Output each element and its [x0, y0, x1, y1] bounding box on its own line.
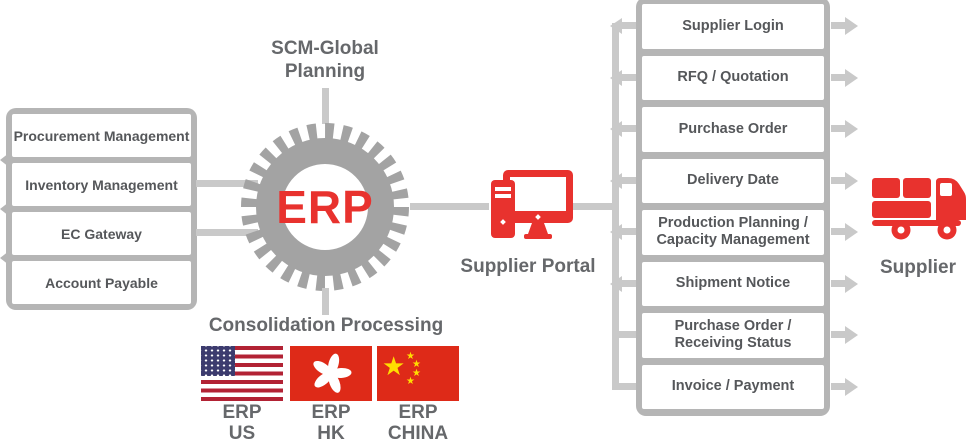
erp-hk-line2: HK — [317, 423, 345, 444]
function-box-po-receiving-status: Purchase Order / Receiving Status — [642, 313, 824, 358]
erp-china-label: ERP CHINA — [377, 402, 459, 444]
function-box-rfq-quotation: RFQ / Quotation — [642, 55, 824, 100]
connector-box5 — [620, 228, 637, 235]
erp-china-line1: ERP — [398, 402, 438, 423]
scm-label-line2: Planning — [284, 61, 366, 82]
function-box-shipment-notice: Shipment Notice — [642, 261, 824, 306]
erp-us-line2: US — [228, 423, 256, 444]
hk-flag-icon — [290, 346, 372, 401]
function-box-purchase-order: Purchase Order — [642, 107, 824, 152]
supplier-truck-icon — [872, 178, 966, 240]
portal-functions-panel: Supplier Login RFQ / Quotation Purchase … — [636, 0, 830, 416]
arrow-shaft — [831, 383, 847, 390]
connector-box8 — [615, 383, 637, 390]
function-box-invoice-payment: Invoice / Payment — [642, 364, 824, 409]
arrow-left-icon — [610, 173, 622, 189]
erp-gear-label: ERP — [276, 181, 374, 233]
scm-label-line1: SCM-Global — [271, 38, 379, 59]
connector-portal-to-bus — [570, 203, 616, 210]
us-flag-icon — [201, 346, 283, 401]
arrow-left-icon — [610, 70, 622, 86]
module-box-inventory: Inventory Management — [12, 163, 191, 206]
arrow-right-icon — [845, 172, 858, 190]
connector-erp-to-portal — [410, 203, 489, 210]
erp-modules-panel: Procurement Management Inventory Managem… — [6, 108, 197, 310]
module-box-account-payable: Account Payable — [12, 261, 191, 304]
connector-box4 — [620, 177, 637, 184]
connector-box7 — [615, 331, 637, 338]
function-box-supplier-login: Supplier Login — [642, 4, 824, 49]
arrow-right-icon — [845, 326, 858, 344]
bus-line — [612, 23, 619, 390]
arrow-left-icon — [610, 276, 622, 292]
erp-us-line1: ERP — [222, 402, 262, 423]
arrow-right-icon — [845, 275, 858, 293]
erp-china-line2: CHINA — [387, 423, 449, 444]
connector-box2 — [620, 74, 637, 81]
connector-scm-to-erp — [322, 88, 329, 124]
connector-ecgateway-to-erp — [196, 229, 258, 236]
arrow-left-icon — [610, 18, 622, 34]
arrow-right-icon — [845, 69, 858, 87]
arrow-right-icon — [845, 378, 858, 396]
arrow-shaft — [831, 280, 847, 287]
connector-box6 — [620, 280, 637, 287]
svg-text:★: ★ — [382, 351, 405, 381]
function-box-delivery-date: Delivery Date — [642, 158, 824, 203]
arrow-right-icon — [845, 120, 858, 138]
erp-gear-icon — [241, 123, 409, 291]
consolidation-processing-label: Consolidation Processing — [208, 315, 444, 336]
arrow-shaft — [831, 74, 847, 81]
erp-hk-label: ERP HK — [290, 402, 372, 444]
edge-arrow-icon — [0, 251, 9, 265]
arrow-shaft — [831, 125, 847, 132]
arrow-shaft — [831, 228, 847, 235]
supplier-label: Supplier — [879, 257, 956, 278]
edge-arrow-icon — [0, 202, 9, 216]
supplier-portal-label: Supplier Portal — [460, 256, 596, 277]
module-box-ec-gateway: EC Gateway — [12, 212, 191, 255]
supplier-portal-computer-icon — [491, 170, 573, 239]
connector-inventory-to-erp — [196, 180, 258, 187]
svg-text:★: ★ — [406, 351, 415, 362]
function-box-production-planning: Production Planning / Capacity Managemen… — [642, 210, 824, 255]
svg-text:★: ★ — [412, 368, 421, 379]
connector-box1 — [620, 22, 637, 29]
svg-text:★: ★ — [406, 376, 415, 387]
arrow-right-icon — [845, 223, 858, 241]
connector-box3 — [620, 125, 637, 132]
arrow-shaft — [831, 331, 847, 338]
edge-arrow-icon — [0, 153, 9, 167]
connector-erp-to-consolidation — [322, 288, 329, 315]
arrow-left-icon — [610, 121, 622, 137]
svg-text:★: ★ — [412, 359, 421, 370]
arrow-shaft — [831, 177, 847, 184]
module-box-procurement: Procurement Management — [12, 114, 191, 157]
arrow-shaft — [831, 22, 847, 29]
arrow-left-icon — [610, 224, 622, 240]
scm-global-planning-label: SCM-Global Planning — [245, 37, 405, 83]
erp-us-label: ERP US — [201, 402, 283, 444]
china-flag-icon: ★ ★ ★ ★ ★ — [377, 346, 459, 401]
arrow-right-icon — [845, 17, 858, 35]
erp-hk-line1: ERP — [311, 402, 351, 423]
